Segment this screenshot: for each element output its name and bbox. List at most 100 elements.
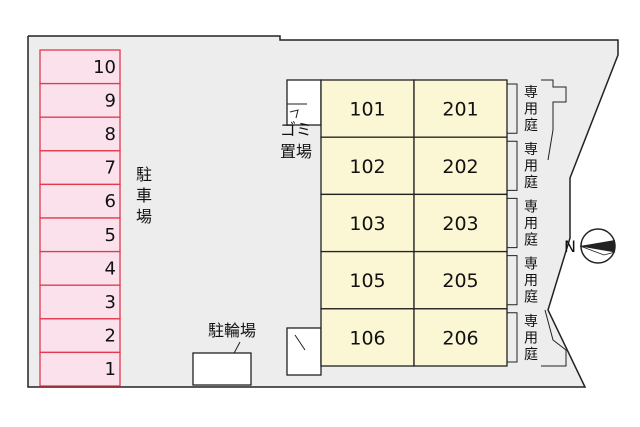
unit-number: 203	[442, 213, 478, 235]
garden-label-char: 用	[524, 102, 538, 118]
storage-box	[286, 327, 322, 376]
garden-label-char: 庭	[524, 174, 538, 191]
parking-slot: 7	[39, 150, 121, 186]
garden-label-char: 用	[524, 273, 538, 289]
parking-slot-box	[39, 284, 121, 320]
garden-bracket	[507, 312, 518, 363]
compass-arrow-dark	[580, 240, 615, 252]
north-compass: N	[564, 228, 616, 264]
parking-slot: 10	[39, 49, 121, 85]
garden-label-char: 専	[524, 142, 538, 158]
parking-slot: 1	[39, 351, 121, 387]
private-garden: 専用庭	[507, 312, 538, 363]
unit-number: 206	[442, 327, 478, 349]
garden-bracket	[507, 140, 518, 191]
parking-slot-number: 10	[93, 57, 116, 78]
garden-label-char: 庭	[524, 289, 538, 306]
compass-arrow-light	[579, 245, 616, 256]
parking-label-char: 場	[136, 207, 152, 226]
parking-label: 駐 車 場	[136, 165, 152, 226]
garden-label-char: 用	[524, 330, 538, 346]
unit-number: 106	[349, 327, 385, 349]
unit-box	[413, 250, 508, 310]
unit-box	[413, 79, 508, 138]
private-garden: 専用庭	[507, 83, 538, 134]
unit-number: 105	[349, 270, 385, 292]
apartment-unit: 203	[413, 193, 508, 253]
parking-slot-box	[39, 116, 121, 152]
garden-label-char: 庭	[524, 117, 538, 134]
parking-slot-box	[39, 318, 121, 354]
parking-slot-box	[39, 351, 121, 387]
parking-slot: 4	[39, 250, 121, 286]
apartment-building: 101 201 102 202 103 203 105 205 106 206	[320, 79, 508, 367]
parking-slot-number: 3	[105, 292, 116, 313]
building-outline-top	[541, 79, 567, 161]
apartment-unit: 106	[320, 308, 415, 367]
bicycle-parking: 駐輪場	[192, 321, 256, 386]
garden-label-char: 用	[524, 159, 538, 175]
parking-slot-box	[39, 150, 121, 186]
building-outline-bottom	[541, 309, 567, 367]
private-garden: 専用庭	[507, 197, 538, 248]
unit-number: 202	[442, 156, 478, 178]
apartment-unit: 102	[320, 136, 415, 196]
unit-box	[413, 136, 508, 196]
parking-slot: 9	[39, 82, 121, 118]
bicycle-label: 駐輪場	[208, 321, 256, 340]
garden-label-char: 庭	[524, 231, 538, 248]
apartment-unit: 202	[413, 136, 508, 196]
parking-slot: 6	[39, 183, 121, 219]
unit-box	[320, 136, 415, 196]
apartment-unit: 103	[320, 193, 415, 253]
parking-label-char: 車	[136, 186, 152, 205]
apartment-unit: 201	[413, 79, 508, 138]
apartment-unit: 206	[413, 308, 508, 367]
parking-slot-box	[39, 49, 121, 85]
garden-label-char: 専	[524, 199, 538, 215]
unit-box	[413, 193, 508, 253]
unit-number: 205	[442, 270, 478, 292]
garbage-label-line2: 置場	[280, 142, 312, 161]
garden-label-char: 用	[524, 216, 538, 232]
garden-label-char: 専	[524, 257, 538, 273]
parking-slot-number: 7	[105, 158, 116, 179]
compass-letter: N	[564, 237, 576, 256]
parking-slot-number: 1	[105, 359, 116, 380]
unit-box	[320, 79, 415, 138]
private-garden: 専用庭	[507, 255, 538, 306]
garden-label-char: 庭	[524, 346, 538, 363]
apartment-unit: 101	[320, 79, 415, 138]
garbage-label-line1: ゴミ	[280, 120, 312, 139]
parking-slot-number: 5	[105, 225, 116, 246]
unit-number: 201	[442, 99, 478, 121]
unit-number: 101	[349, 99, 385, 121]
unit-box	[320, 193, 415, 253]
garden-label-char: 専	[524, 314, 538, 330]
parking-slot-box	[39, 250, 121, 286]
parking-slot-number: 9	[105, 90, 116, 111]
apartment-unit: 105	[320, 250, 415, 310]
parking-slots: 10 9 8 7 6 5 4 3 2 1	[39, 49, 121, 387]
garbage-area: ゴミ 置場	[280, 79, 322, 161]
parking-slot: 2	[39, 318, 121, 354]
apartment-unit: 205	[413, 250, 508, 310]
garden-bracket	[507, 255, 518, 306]
parking-slot-number: 8	[105, 124, 116, 145]
parking-slot-number: 2	[105, 326, 116, 347]
unit-number: 103	[349, 213, 385, 235]
private-garden: 専用庭	[507, 140, 538, 191]
garden-label-char: 専	[524, 85, 538, 101]
unit-box	[320, 308, 415, 367]
parking-slot: 3	[39, 284, 121, 320]
parking-slot-number: 4	[105, 258, 116, 279]
unit-box	[320, 250, 415, 310]
unit-number: 102	[349, 156, 385, 178]
parking-slot: 5	[39, 217, 121, 253]
garden-bracket	[507, 83, 518, 134]
unit-box	[413, 308, 508, 367]
parking-slot: 8	[39, 116, 121, 152]
parking-label-char: 駐	[136, 165, 152, 184]
